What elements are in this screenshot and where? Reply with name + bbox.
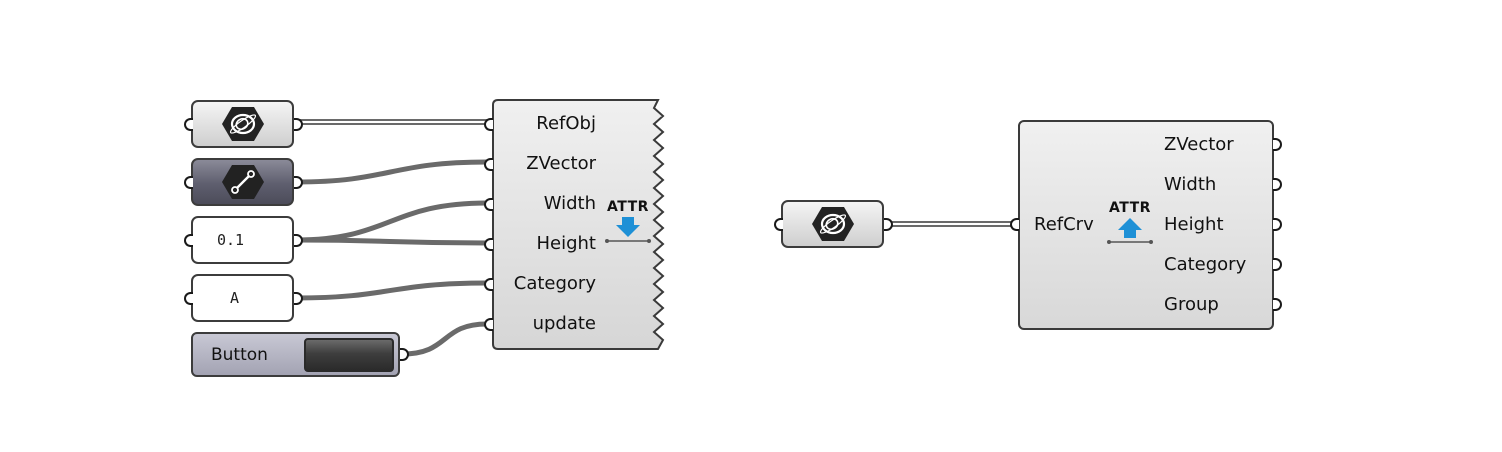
set-input-zvector: ZVector	[526, 153, 596, 174]
set-port-width[interactable]	[484, 198, 493, 211]
curve-param-input-port[interactable]	[774, 218, 783, 231]
attr-get-icon: ATTR	[1106, 200, 1154, 246]
get-input-refcrv: RefCrv	[1034, 214, 1094, 235]
set-input-update: update	[532, 313, 596, 334]
number-panel-value[interactable]: 0.1	[217, 231, 245, 249]
vector-param-input-port[interactable]	[184, 176, 193, 189]
get-port-group[interactable]	[1273, 298, 1282, 311]
get-port-width[interactable]	[1273, 178, 1282, 191]
wire-button-update[interactable]	[399, 321, 490, 357]
curve-param-output-port[interactable]	[884, 218, 893, 231]
set-port-zvector[interactable]	[484, 158, 493, 171]
geometry-param-icon	[221, 105, 265, 143]
vector-param-output-port[interactable]	[294, 176, 303, 189]
geometry-param-output-port[interactable]	[294, 118, 303, 131]
number-panel-output-port[interactable]	[294, 234, 303, 247]
get-port-zvector[interactable]	[1273, 138, 1282, 151]
get-output-category: Category	[1164, 254, 1247, 275]
set-input-category: Category	[513, 273, 596, 294]
set-input-refobj: RefObj	[536, 113, 596, 134]
vector-param-node[interactable]	[191, 158, 294, 206]
set-input-width: Width	[543, 193, 596, 214]
button-face[interactable]	[304, 338, 394, 372]
text-panel-value[interactable]: A	[230, 289, 240, 307]
get-output-group: Group	[1164, 294, 1219, 315]
attr-set-icon: ATTR	[604, 199, 652, 245]
set-port-update[interactable]	[484, 318, 493, 331]
button-node[interactable]: Button	[191, 332, 400, 377]
set-port-height[interactable]	[484, 238, 493, 251]
set-input-height: Height	[536, 233, 596, 254]
text-panel-output-port[interactable]	[294, 292, 303, 305]
number-panel-input-port[interactable]	[184, 234, 193, 247]
get-port-refcrv[interactable]	[1010, 218, 1019, 231]
wire-text-category[interactable]	[293, 280, 490, 301]
attr-set-body	[492, 99, 665, 350]
attr-set-component[interactable]: RefObj ZVector Width Height Category upd…	[492, 99, 668, 351]
wire-number-height[interactable]	[293, 237, 490, 246]
set-port-category[interactable]	[484, 278, 493, 291]
get-output-height: Height	[1164, 214, 1224, 235]
attr-get-component[interactable]: RefCrv ATTR ZVector Width Height Categor…	[1018, 120, 1274, 330]
get-output-width: Width	[1164, 174, 1217, 195]
curve-param-icon	[811, 205, 855, 243]
wire-vector-zvector[interactable]	[293, 159, 490, 185]
set-port-refobj[interactable]	[484, 118, 493, 131]
get-output-zvector: ZVector	[1164, 134, 1234, 155]
attr-get-icon-text: ATTR	[1109, 200, 1151, 216]
curve-param-node[interactable]	[781, 200, 884, 248]
get-port-height[interactable]	[1273, 218, 1282, 231]
geometry-param-input-port[interactable]	[184, 118, 193, 131]
text-panel-node[interactable]: A	[191, 274, 294, 322]
button-output-port[interactable]	[400, 348, 409, 361]
vector-param-icon	[221, 163, 265, 201]
attr-set-icon-text: ATTR	[607, 199, 649, 215]
geometry-param-node[interactable]	[191, 100, 294, 148]
text-panel-input-port[interactable]	[184, 292, 193, 305]
number-panel-node[interactable]: 0.1	[191, 216, 294, 264]
get-port-category[interactable]	[1273, 258, 1282, 271]
wire-number-width[interactable]	[293, 200, 490, 243]
button-label: Button	[211, 344, 268, 365]
